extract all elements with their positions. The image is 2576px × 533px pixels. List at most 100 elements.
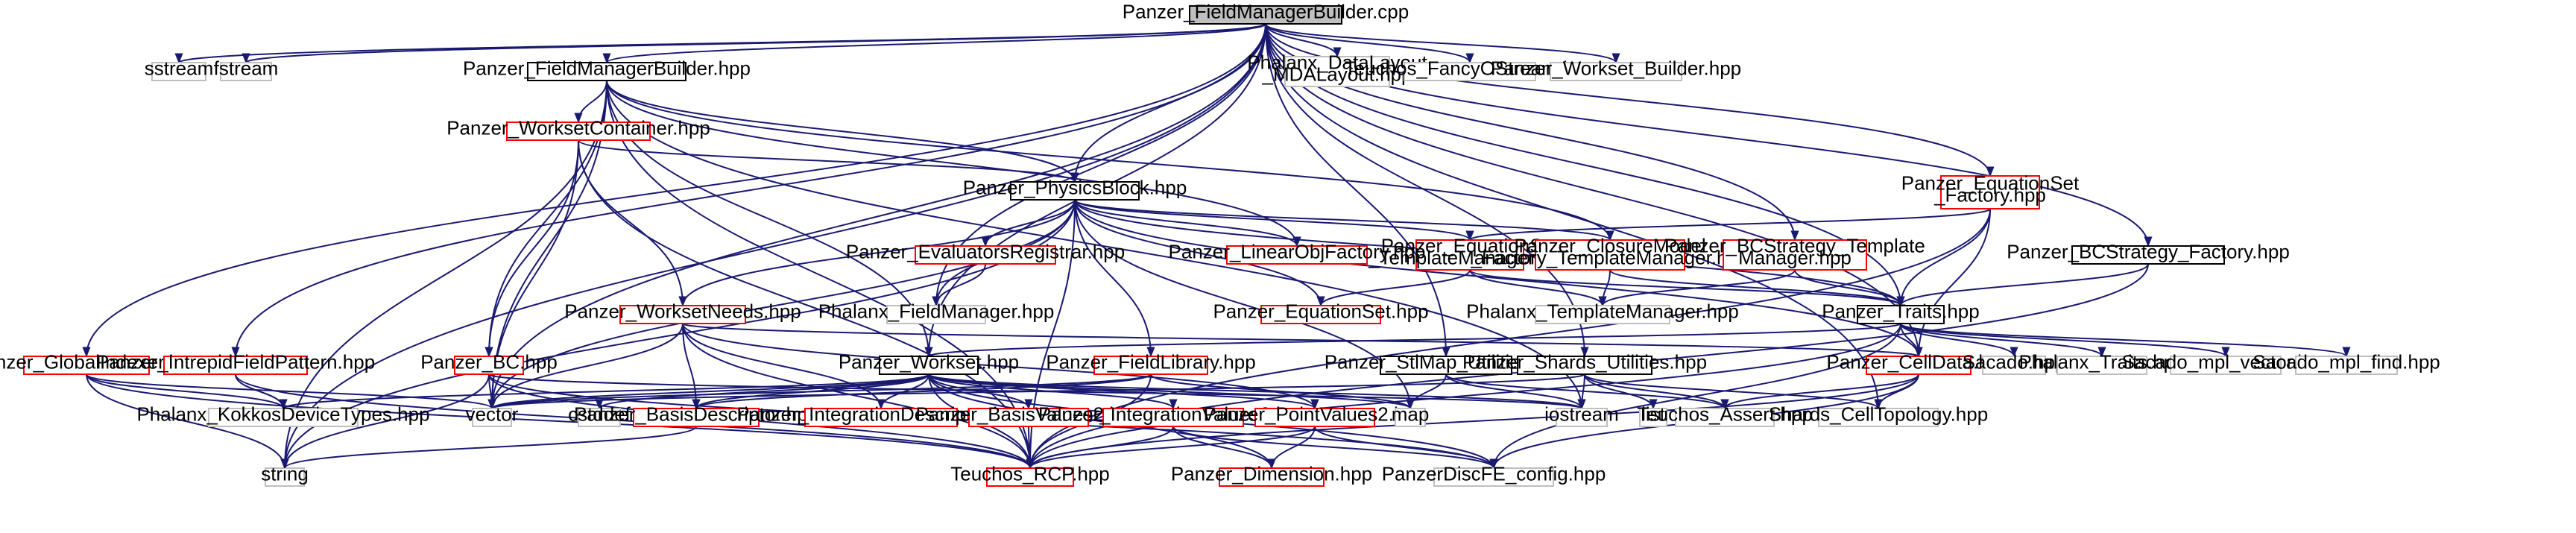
node-label-phx_tm: Phalanx_TemplateManager.hpp (1466, 300, 1739, 323)
node-workset_container[interactable]: Panzer_WorksetContainer.hpp (446, 117, 710, 141)
node-phx_fm[interactable]: Phalanx_FieldManager.hpp (818, 300, 1055, 324)
node-sacado_vec[interactable]: Sacado_mpl_vector.hpp (2122, 351, 2330, 375)
node-label-eval_reg: Panzer_EvaluatorsRegistrar.hpp (846, 241, 1125, 263)
node-bcs_factory[interactable]: Panzer_BCStrategy_Factory.hpp (2007, 241, 2290, 265)
node-box-discfe (1433, 467, 1554, 487)
node-traits[interactable]: Panzer_Traits.hpp (1822, 300, 1980, 324)
node-eqset_tm[interactable]: Panzer_EquationSet_TemplateManager.hpp (1368, 235, 1571, 271)
node-workset_builder[interactable]: Panzer_Workset_Builder.hpp (1491, 57, 1741, 81)
node-physicsblock[interactable]: Panzer_PhysicsBlock.hpp (963, 177, 1187, 201)
edge-eqset_tm-to-traits (1469, 269, 1905, 307)
node-box-bcs_factory (2071, 245, 2225, 265)
node-label-eqset_factory: Panzer_EquationSet_Factory.hpp (1901, 172, 2080, 206)
node-label-map: map (1392, 403, 1430, 426)
edge-root-to-fmb_hpp (602, 23, 1266, 64)
node-label-sstream: sstream (145, 57, 213, 80)
node-label-fstream: fstream (214, 57, 279, 80)
edge-pointvals-to-discfe (1314, 426, 1498, 470)
edge-physicsblock-to-eqset_tm (1074, 199, 1474, 242)
node-label-phx_fm: Phalanx_FieldManager.hpp (818, 300, 1055, 323)
node-box-basisdesc (633, 408, 760, 427)
node-cstddef[interactable]: cstddef (568, 403, 631, 427)
node-phx_traits[interactable]: Phalanx_Traits.hpp (2018, 351, 2185, 375)
node-bc[interactable]: Panzer_BC.hpp (420, 351, 558, 375)
edge-workset-to-map (928, 373, 1415, 410)
node-eqset[interactable]: Panzer_EquationSet.hpp (1213, 300, 1429, 324)
node-eval_reg[interactable]: Panzer_EvaluatorsRegistrar.hpp (846, 241, 1125, 265)
node-map[interactable]: map (1392, 403, 1430, 427)
node-vector[interactable]: vector (466, 403, 519, 427)
node-sstream[interactable]: sstream (145, 57, 213, 81)
edge-root-to-vector (487, 23, 1266, 410)
node-box-globalindexer (23, 356, 150, 375)
node-box-basisvals (968, 408, 1089, 427)
node-box-workset_container (506, 122, 651, 141)
node-box-string (265, 467, 305, 487)
node-rcp[interactable]: Teuchos_RCP.hpp (950, 463, 1110, 487)
node-phx_tm[interactable]: Phalanx_TemplateManager.hpp (1466, 300, 1739, 324)
node-workset[interactable]: Panzer_Workset.hpp (839, 351, 1019, 375)
node-fieldlib[interactable]: Panzer_FieldLibrary.hpp (1046, 351, 1256, 375)
node-root[interactable]: Panzer_FieldManagerBuilder.cpp (1123, 1, 1409, 25)
node-box-dimension (1219, 467, 1325, 487)
node-box-fstream (220, 62, 272, 81)
node-label-sacado_vec: Sacado_mpl_vector.hpp (2122, 351, 2330, 373)
edge-physicsblock-to-closure_tm (1074, 199, 1614, 242)
node-discfe[interactable]: PanzerDiscFE_config.hpp (1382, 463, 1606, 487)
node-box-shards_util (1517, 356, 1652, 375)
node-fstream[interactable]: fstream (214, 57, 279, 81)
node-label-basisdesc: Panzer_BasisDescriptor.hpp (574, 403, 818, 426)
node-label-dimension: Panzer_Dimension.hpp (1171, 463, 1372, 485)
node-kokkos_types[interactable]: Phalanx_KokkosDeviceTypes.hpp (136, 403, 430, 427)
edge-workset-to-basisdesc (692, 373, 929, 410)
edge-bc-to-string (280, 373, 490, 470)
node-box-fieldlib (1093, 356, 1208, 375)
node-pointvals[interactable]: Panzer_PointValues2.hpp (1204, 403, 1427, 427)
node-fmb_hpp[interactable]: Panzer_FieldManagerBuilder.hpp (463, 57, 751, 81)
node-dimension[interactable]: Panzer_Dimension.hpp (1171, 463, 1372, 487)
edge-eqset_tm-to-phx_tm (1469, 269, 1607, 307)
node-intrepid_fp[interactable]: Panzer_IntrepidFieldPattern.hpp (96, 351, 375, 375)
edge-traits-to-workset (925, 323, 1901, 358)
node-iostream[interactable]: iostream (1544, 403, 1619, 427)
node-shards_util[interactable]: Panzer_Shards_Utilities.hpp (1462, 351, 1707, 375)
node-box-eqset (1260, 305, 1381, 324)
edge-root-to-workset_builder (1265, 23, 1620, 64)
node-eqset_factory[interactable]: Panzer_EquationSet_Factory.hpp (1901, 172, 2080, 209)
node-closure_tm[interactable]: Panzer_ClosureModel_Factory_TemplateMana… (1471, 235, 1749, 271)
node-stlmap[interactable]: Panzer_StlMap_Utilities.hpp (1325, 351, 1568, 375)
edge-intvals-to-discfe (1172, 426, 1498, 470)
edge-fieldlib-to-basisdesc (692, 373, 1152, 410)
node-box-traits (1857, 305, 1945, 324)
edge-physicsblock-to-eval_reg (981, 199, 1076, 247)
edge-closure_tm-to-traits (1609, 269, 1905, 307)
edge-eqset_tm-to-eqset (1316, 269, 1471, 307)
node-wsneeds[interactable]: Panzer_WorksetNeeds.hpp (564, 300, 801, 324)
node-box-eval_reg (915, 245, 1056, 265)
node-basisvals[interactable]: Panzer_BasisValues2.hpp (915, 403, 1142, 427)
edge-physicsblock-to-vector (487, 199, 1076, 410)
node-label-fmb_hpp: Panzer_FieldManagerBuilder.hpp (463, 57, 751, 80)
node-box-sacado_find (2295, 356, 2398, 375)
node-celldata[interactable]: Panzer_CellData.hpp (1826, 351, 2011, 375)
node-label-linobj: Panzer_LinearObjFactory.hpp (1169, 241, 1426, 263)
node-box-phx_fm (886, 305, 986, 324)
node-teuchos_assert[interactable]: Teuchos_Assert.hpp (1637, 403, 1813, 427)
edge-shards_util-to-vector (488, 373, 1585, 410)
node-string[interactable]: string (261, 463, 309, 487)
node-sacado_find[interactable]: Sacado_mpl_find.hpp (2253, 351, 2440, 375)
node-label-shards_util: Panzer_Shards_Utilities.hpp (1462, 351, 1707, 373)
edge-workset_container-to-physicsblock (578, 139, 1079, 183)
node-linobj[interactable]: Panzer_LinearObjFactory.hpp (1169, 241, 1426, 265)
node-box-celldata (1866, 356, 1972, 375)
edge-physicsblock-to-wsneeds (678, 199, 1076, 307)
node-shards_ct[interactable]: Shards_CellTopology.hpp (1769, 403, 1988, 427)
node-label-iostream: iostream (1544, 403, 1619, 426)
edge-wsneeds-to-celldata (682, 323, 1922, 358)
node-mdalayout[interactable]: Phalanx_DataLayout_MDALayout.hpp (1247, 51, 1427, 87)
node-basisdesc[interactable]: Panzer_BasisDescriptor.hpp (574, 403, 818, 427)
node-sacado[interactable]: Sacado.hpp (1963, 351, 2066, 375)
node-list[interactable]: list (1639, 403, 1667, 427)
